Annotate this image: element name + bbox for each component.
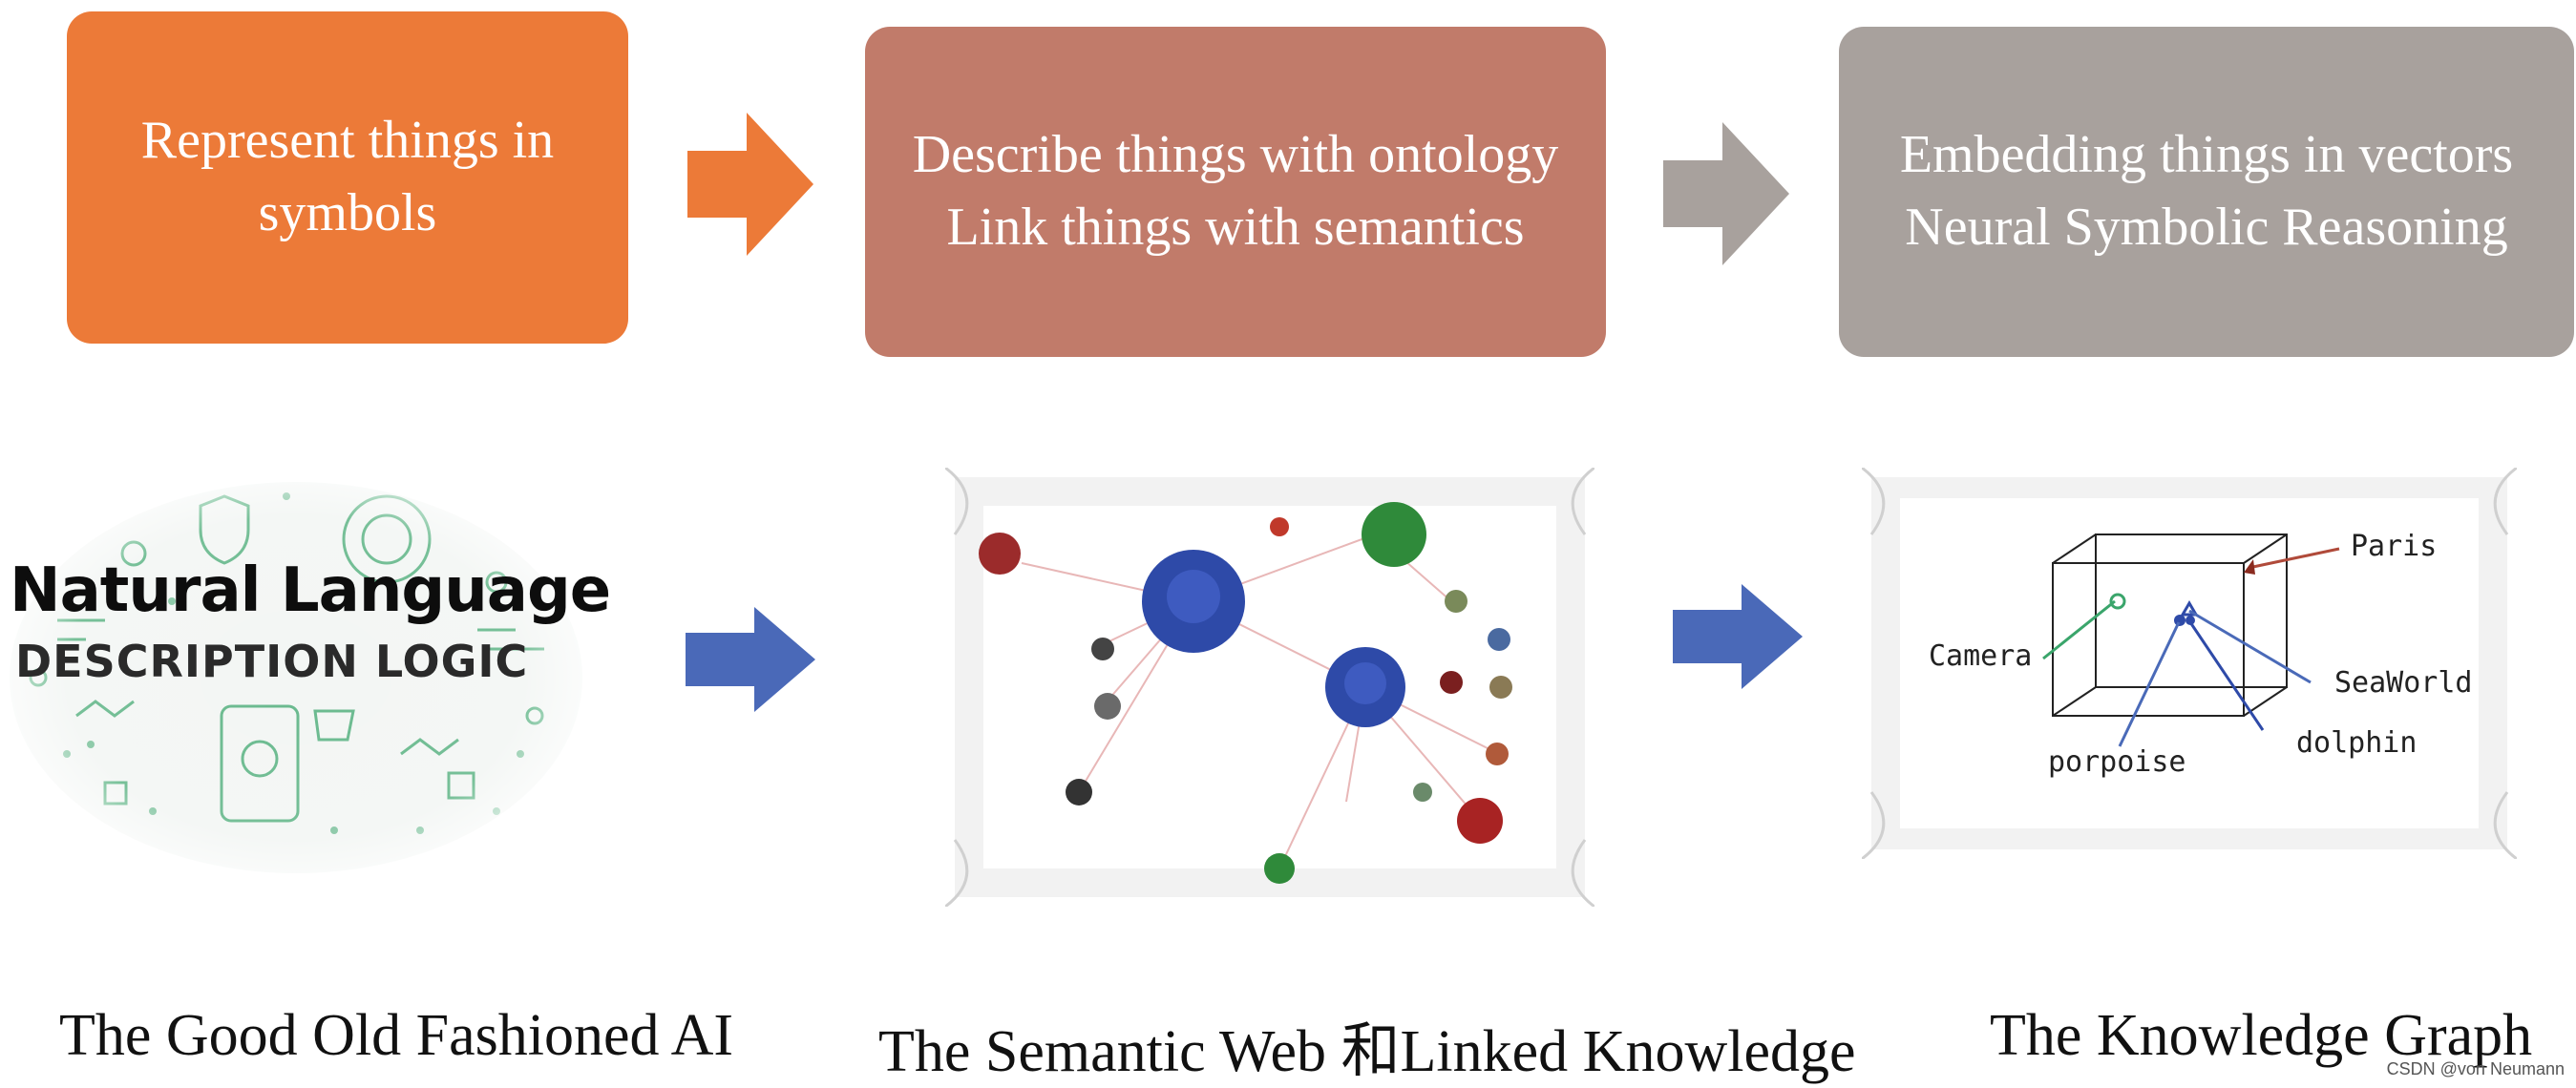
arrow-right-icon [1663,122,1789,265]
arrow-right-icon [686,607,815,712]
knowledge-graph-illustration: Paris Camera SeaWorld dolphin porpoise [1862,468,2517,859]
stage-box-embedding: Embedding things in vectors Neural Symbo… [1839,27,2574,357]
stage-box-symbols: Represent things in symbols [67,11,628,344]
stage-text-line: symbols [258,183,437,242]
vector-space-diagram: Paris Camera SeaWorld dolphin porpoise [1862,468,2517,859]
stage-text-line: Describe things with ontology [912,125,1559,185]
semantic-web-illustration [945,468,1594,907]
tech-icons-background [0,468,592,888]
kg-label-paris: Paris [2351,530,2437,563]
stage-box-ontology: Describe things with ontology Link thing… [865,27,1606,357]
stage-text-line: Represent things in [140,111,555,171]
arrow-right-icon [687,113,813,256]
caption-gofai: The Good Old Fashioned AI [59,1003,734,1068]
gofai-illustration: Natural Language DESCRIPTION LOGIC [0,468,611,888]
natural-language-title: Natural Language [10,555,611,626]
stage-text-line: Embedding things in vectors [1899,125,2514,185]
stage-text-line: Neural Symbolic Reasoning [1905,198,2508,257]
description-logic-subtitle: DESCRIPTION LOGIC [15,636,529,687]
stage-text-line: Link things with semantics [946,198,1525,257]
kg-label-dolphin: dolphin [2296,726,2417,760]
caption-knowledge-graph: The Knowledge Graph [1990,1003,2533,1068]
kg-label-porpoise: porpoise [2048,745,2186,779]
linked-network-image [945,468,1594,907]
kg-label-camera: Camera [1929,639,2032,673]
arrow-right-icon [1673,584,1803,689]
watermark: CSDN @von Neumann [2386,1059,2565,1078]
caption-semantic-web: The Semantic Web 和Linked Knowledge [878,1019,1856,1084]
kg-label-seaworld: SeaWorld [2334,666,2473,700]
